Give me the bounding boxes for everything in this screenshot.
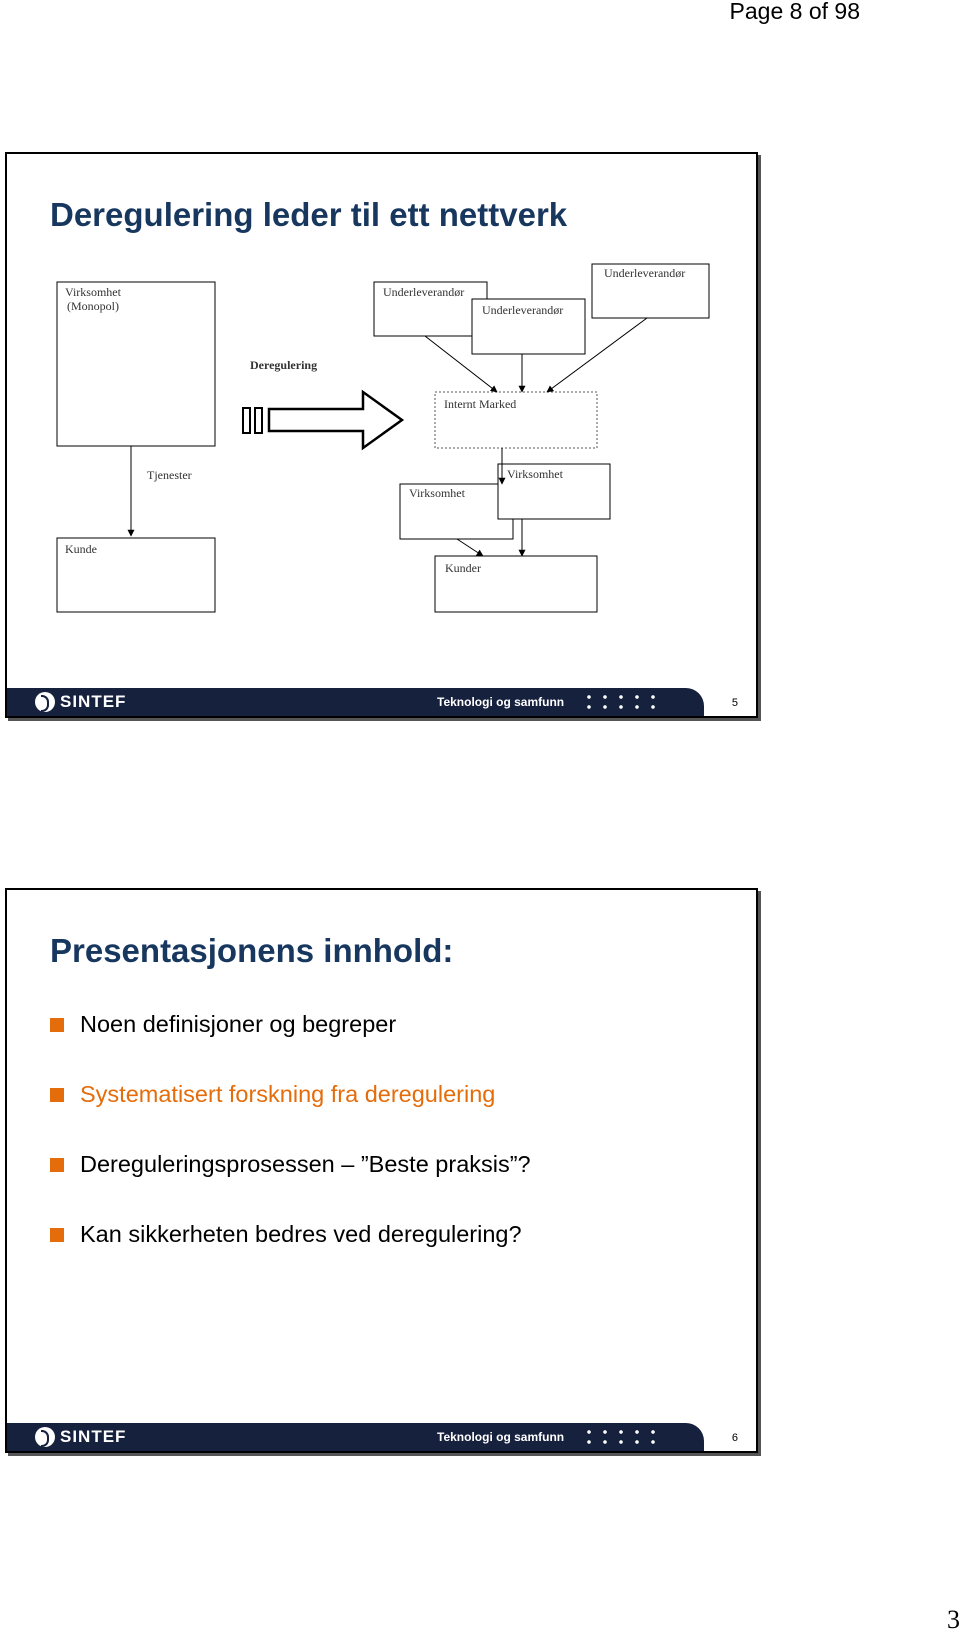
slide-page-number: 5	[731, 697, 738, 709]
deregulering-arrow	[267, 389, 405, 451]
virksomhet-box-b	[497, 463, 611, 520]
slide-page-number: 6	[731, 1432, 738, 1444]
arrow-sub3-market	[546, 317, 648, 393]
network-diagram: Virksomhet(Monopol) Underleverandør Unde…	[56, 263, 710, 613]
slide-title: Deregulering leder til ett nettverk	[50, 196, 568, 233]
virksomhet-label-a: Virksomhet	[409, 486, 466, 500]
bullet-item-highlighted: Systematisert forskning fra deregulering	[50, 1080, 531, 1150]
kunder-label: Kunder	[445, 561, 481, 575]
slide-title: Presentasjonens innhold:	[50, 932, 454, 969]
arrow-tail-bar-2	[254, 407, 263, 434]
bullet-square-icon	[50, 1228, 64, 1242]
footer-dots-decoration	[581, 1427, 661, 1447]
sub-label-2: Underleverandør	[482, 303, 563, 317]
bullet-item: Noen definisjoner og begreper	[50, 1010, 531, 1080]
slide-footer: SINTEF Teknologi og samfunn 5	[7, 688, 756, 716]
sintef-logo: SINTEF	[35, 692, 126, 712]
sub-label-1: Underleverandør	[383, 285, 464, 299]
tjenester-label: Tjenester	[147, 468, 192, 482]
sub-box-1	[373, 281, 488, 337]
internt-marked-box	[434, 391, 598, 449]
page-indicator: Page 8 of 98	[729, 0, 860, 24]
footer-dots-decoration	[581, 692, 661, 712]
arrow-sub1-market	[424, 335, 498, 393]
sub-box-3	[591, 263, 710, 319]
arrow-tail-bar-1	[242, 407, 251, 434]
deregulering-label: Deregulering	[250, 358, 317, 372]
bullet-item: Kan sikkerheten bedres ved deregulering?	[50, 1220, 531, 1290]
monopol-label-line1: Virksomhet(Monopol)	[65, 285, 122, 313]
kunde-box	[56, 537, 216, 613]
sub-box-2	[471, 298, 586, 355]
kunder-box	[434, 555, 598, 613]
slide-footer: SINTEF Teknologi og samfunn 6	[7, 1423, 756, 1451]
kunde-label: Kunde	[65, 542, 97, 556]
slide-innhold: Presentasjonens innhold: Noen definisjon…	[5, 888, 758, 1453]
sintef-logo-icon	[35, 692, 55, 712]
corner-page-number: 3	[947, 1605, 960, 1634]
virksomhet-label-b: Virksomhet	[507, 467, 564, 481]
sintef-logo-icon	[35, 1427, 55, 1447]
virksomhet-box-a	[399, 483, 514, 540]
sub-label-3: Underleverandør	[604, 266, 685, 280]
footer-bar: SINTEF Teknologi og samfunn	[7, 1423, 704, 1451]
monopol-box	[56, 281, 216, 447]
arrow-virksomhet-a-kunder	[456, 538, 484, 557]
footer-tagline: Teknologi og samfunn	[437, 695, 565, 709]
bullet-square-icon	[50, 1088, 64, 1102]
bullet-item: Dereguleringsprosessen – ”Beste praksis”…	[50, 1150, 531, 1220]
internt-marked-label: Internt Marked	[444, 397, 516, 411]
footer-tagline: Teknologi og samfunn	[437, 1430, 565, 1444]
bullet-square-icon	[50, 1158, 64, 1172]
bullet-square-icon	[50, 1018, 64, 1032]
slide-deregulering: Deregulering leder til ett nettverk Virk…	[5, 152, 758, 718]
footer-bar: SINTEF Teknologi og samfunn	[7, 688, 704, 716]
bullet-list: Noen definisjoner og begreper Systematis…	[50, 1010, 531, 1290]
sintef-logo: SINTEF	[35, 1427, 126, 1447]
